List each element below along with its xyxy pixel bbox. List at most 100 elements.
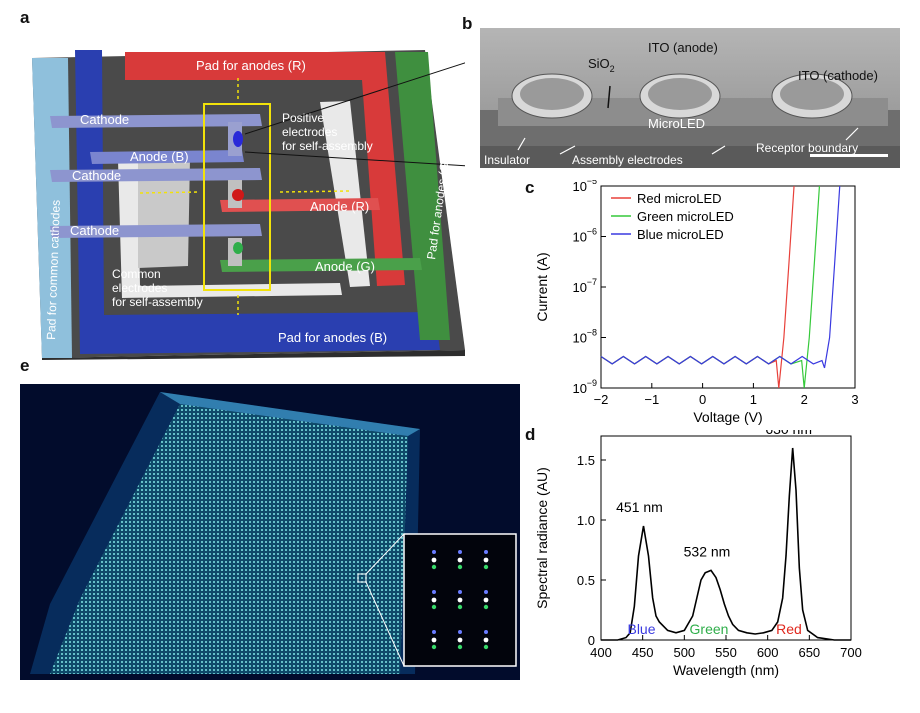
inset-green-dot <box>457 564 463 570</box>
label-sio2: SiO2 <box>588 56 615 74</box>
x-tick-label: 0 <box>699 392 706 407</box>
legend-label-1: Green microLED <box>637 209 734 224</box>
label-positive-3: for self-assembly <box>282 139 373 153</box>
label-cathode-1: Cathode <box>80 112 129 127</box>
label-common-1: Common <box>112 267 161 281</box>
anode-b-line <box>90 150 244 164</box>
panel-label-e: e <box>20 356 30 375</box>
cathode-line-1 <box>50 114 262 128</box>
inset-white-dot <box>483 637 489 643</box>
label-pad-common-cathodes: Pad for common cathodes <box>44 200 63 340</box>
y-tick-exponent: −5 <box>587 180 597 186</box>
white-electrode-right <box>320 101 370 287</box>
label-anode-g: Anode (G) <box>315 259 375 274</box>
inset-white-dot <box>431 637 437 643</box>
legend-label-2: Blue microLED <box>637 227 724 242</box>
zoom-inset <box>403 533 517 667</box>
y-tick-label: 0 <box>588 633 595 648</box>
panel-label-c: c <box>525 178 535 197</box>
x-axis-label: Voltage (V) <box>693 409 762 425</box>
anode-r-line <box>220 198 380 212</box>
inset-blue-dot <box>458 590 462 594</box>
label-receptor-boundary: Receptor boundary <box>756 141 858 155</box>
panel-label-a: a <box>20 8 30 27</box>
blue-anode-pad <box>75 50 440 354</box>
x-tick-label: −2 <box>594 392 609 407</box>
inset-blue-dot <box>432 590 436 594</box>
x-tick-label: 400 <box>590 645 612 660</box>
inset-white-dot <box>483 597 489 603</box>
red-microled <box>232 189 244 201</box>
x-tick-label: 650 <box>798 645 820 660</box>
green-microled <box>233 242 243 254</box>
inset-green-dot <box>457 604 463 610</box>
x-axis-label: Wavelength (nm) <box>673 662 779 678</box>
panel-label-d: d <box>525 425 536 444</box>
x-tick-label: 500 <box>673 645 695 660</box>
sem-cross-section: ITO (anode) ITO (cathode) SiO2 MicroLED … <box>480 28 900 168</box>
inset-green-dot <box>431 604 437 610</box>
inset-green-dot <box>457 644 463 650</box>
inset-white-dot <box>457 637 463 643</box>
y-tick-label: 10 <box>573 280 587 295</box>
x-tick-label: 1 <box>750 392 757 407</box>
inset-blue-dot <box>484 550 488 554</box>
x-tick-label: 3 <box>851 392 858 407</box>
y-tick-exponent: −7 <box>587 277 597 287</box>
label-cathode-3: Cathode <box>70 223 119 238</box>
label-microled: MicroLED <box>648 116 705 131</box>
y-tick-label: 1.0 <box>577 513 595 528</box>
y-tick-label: 10 <box>573 381 587 396</box>
y-tick-label: 1.5 <box>577 453 595 468</box>
y-tick-exponent: −9 <box>587 378 597 388</box>
x-tick-label: 700 <box>840 645 862 660</box>
display-photo <box>20 384 520 680</box>
cathode-line-3 <box>50 224 262 238</box>
label-anode-r: Anode (R) <box>310 199 369 214</box>
inset-white-dot <box>483 557 489 563</box>
label-common-3: for self-assembly <box>112 295 203 309</box>
inset-green-dot <box>431 644 437 650</box>
inset-blue-dot <box>484 630 488 634</box>
panel-label-b: b <box>462 14 473 33</box>
y-tick-label: 10 <box>573 331 587 346</box>
inset-blue-dot <box>458 550 462 554</box>
y-axis-label: Spectral radiance (AU) <box>534 467 550 609</box>
y-tick-label: 0.5 <box>577 573 595 588</box>
label-positive-1: Positive <box>282 111 324 125</box>
inset-blue-dot <box>484 590 488 594</box>
inset-white-dot <box>457 557 463 563</box>
inset-green-dot <box>483 604 489 610</box>
label-common-2: electrodes <box>112 281 167 295</box>
legend-label-0: Red microLED <box>637 191 722 206</box>
peak-label-1: 532 nm <box>684 543 731 559</box>
inset-green-dot <box>483 644 489 650</box>
label-cathode-2: Cathode <box>72 168 121 183</box>
label-anode-b: Anode (B) <box>130 149 189 164</box>
y-tick-label: 10 <box>573 230 587 245</box>
inset-blue-dot <box>432 630 436 634</box>
peak-label-0: 451 nm <box>616 499 663 515</box>
label-insulator: Insulator <box>484 153 530 167</box>
spectrum-line <box>601 447 851 641</box>
highlight-box <box>203 103 271 291</box>
green-anode-pad <box>395 52 450 340</box>
microled-array <box>50 404 408 674</box>
y-tick-label: 10 <box>573 180 587 194</box>
x-tick-label: 600 <box>757 645 779 660</box>
y-tick-exponent: −8 <box>587 328 597 338</box>
inset-white-dot <box>431 597 437 603</box>
x-tick-label: 450 <box>632 645 654 660</box>
label-positive-2: electrodes <box>282 125 337 139</box>
label-assembly-electrodes: Assembly electrodes <box>572 153 683 167</box>
y-axis-label: Current (A) <box>534 252 550 321</box>
band-label-1: Green <box>690 621 729 637</box>
inset-blue-dot <box>432 550 436 554</box>
x-tick-label: −1 <box>644 392 659 407</box>
blue-microled <box>233 131 243 147</box>
device-schematic: Pad for anodes (R) Cathode Anode (B) Cat… <box>32 50 465 360</box>
common-cathode-pad <box>32 58 72 358</box>
inset-white-dot <box>457 597 463 603</box>
series-line-2 <box>600 185 841 369</box>
